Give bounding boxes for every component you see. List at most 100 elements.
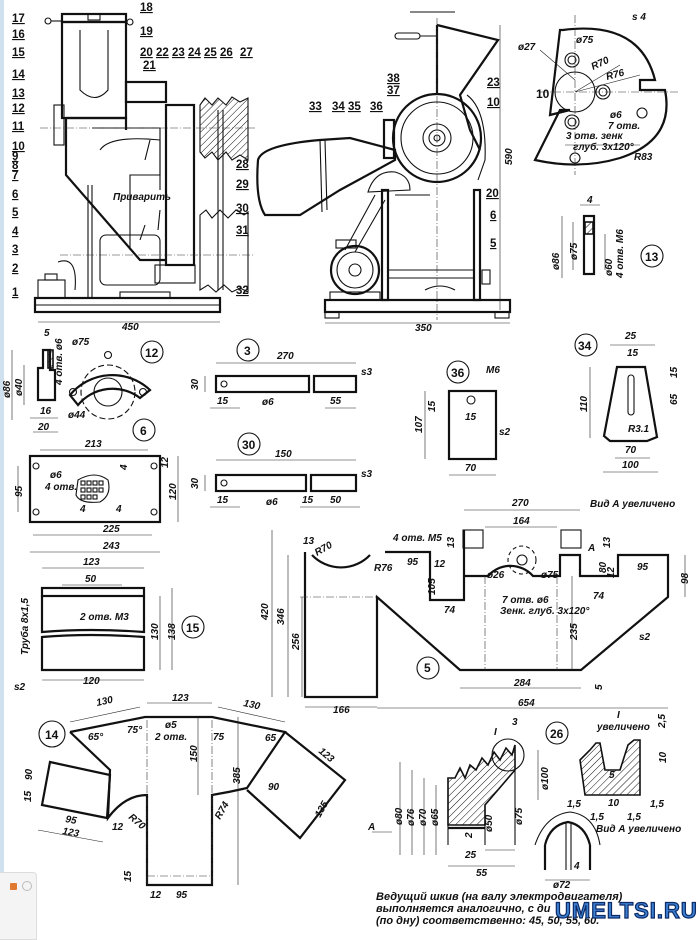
- dimension-label: ø60: [604, 258, 615, 276]
- settings-icon[interactable]: [22, 881, 32, 891]
- dimension-label: 2: [464, 832, 475, 839]
- dimension-label: R70: [126, 812, 147, 833]
- dimension-label: s2: [499, 427, 511, 438]
- dimension-label: 15: [427, 400, 438, 412]
- dimension-label: 15: [302, 495, 314, 506]
- dimension-label: ø86: [551, 252, 562, 270]
- dimension-label: ø72: [553, 880, 571, 891]
- dimension-label: 1,5: [650, 799, 664, 810]
- dimension-label: 15: [669, 366, 680, 378]
- callout-number: 5: [12, 207, 19, 219]
- dimension-label: 5: [609, 770, 615, 781]
- part-number: 12: [145, 346, 159, 360]
- part-number: 34: [578, 339, 592, 353]
- callout-number: 19: [140, 26, 153, 38]
- callout-number: 30: [236, 203, 249, 215]
- callout-number: 10: [12, 141, 25, 153]
- callout-number: 34: [332, 101, 345, 113]
- dimension-label: 75: [213, 732, 225, 743]
- dimension-label: 1,5: [567, 799, 581, 810]
- part-10-disc: [533, 15, 680, 175]
- dimension-label: 95: [14, 485, 25, 497]
- dimension-label: 65: [265, 733, 277, 744]
- dimension-label: 15: [23, 790, 34, 802]
- dimension-label: 12: [150, 890, 162, 901]
- dimension-label: 95: [176, 890, 188, 901]
- dimension-label: 4 отв. ø6: [54, 338, 65, 386]
- dimension-label: ø75: [576, 35, 594, 46]
- part-number: 36: [451, 366, 465, 380]
- dimension-label: 130: [95, 695, 114, 709]
- part-6-plate: [17, 449, 179, 553]
- dimension-label: 10: [608, 798, 620, 809]
- callout-number: 38: [387, 73, 400, 85]
- callout-number: 26: [220, 47, 233, 59]
- dimension-label: 346: [276, 608, 287, 625]
- dimension-label: 450: [121, 322, 139, 333]
- callout-number: 8: [12, 160, 19, 172]
- dimension-label: 225: [102, 524, 120, 535]
- dimension-label: 654: [518, 698, 535, 709]
- callout-number: 12: [12, 103, 25, 115]
- dimension-label: 95: [64, 814, 77, 827]
- part-15-hopper: [40, 567, 173, 681]
- assembly-side-view: [33, 12, 255, 323]
- callout-number: 28: [236, 159, 249, 171]
- dimension-label: 50: [85, 574, 97, 585]
- dimension-label: 95: [637, 562, 649, 573]
- dimension-label: 150: [275, 449, 292, 460]
- dimension-label: 50: [330, 495, 342, 506]
- dimension-label: ø27: [518, 42, 536, 53]
- dimension-label: 2 отв.: [154, 732, 187, 743]
- callout-number: 27: [240, 47, 253, 59]
- dimension-label: 4 отв. M5: [392, 533, 442, 544]
- note-text: Приварить: [113, 192, 171, 203]
- dimension-label: ø75: [514, 807, 525, 825]
- app-icon[interactable]: [10, 883, 17, 890]
- part-30-strip: [204, 459, 360, 508]
- callout-number: 23: [172, 47, 185, 59]
- dimension-label: 130: [242, 698, 261, 712]
- dimension-label: A: [587, 543, 595, 554]
- part-number: 10: [536, 87, 550, 101]
- dimension-label: 235: [569, 623, 580, 641]
- part-number: 14: [45, 728, 59, 742]
- callout-number: 17: [12, 13, 25, 25]
- callout-number: 25: [204, 47, 217, 59]
- dimension-label: 74: [444, 605, 456, 616]
- callout-number: 35: [348, 101, 361, 113]
- dimension-label: 90: [24, 768, 35, 780]
- part-14-chute: [37, 702, 347, 887]
- dimension-label: ø50: [484, 814, 495, 832]
- dimension-label: 75°: [127, 725, 143, 736]
- callout-number: 14: [12, 69, 25, 81]
- callout-number: 33: [309, 101, 322, 113]
- floating-widget[interactable]: [0, 872, 37, 940]
- dimension-label: ø40: [14, 378, 25, 396]
- caption-line: выполняется аналогично, с ди: [376, 903, 551, 915]
- dimension-label: 12: [606, 566, 617, 578]
- dimension-label: 3: [512, 717, 518, 728]
- dimension-label: 30: [190, 378, 201, 390]
- callout-number: 7: [12, 170, 18, 182]
- dimension-label: 5: [594, 684, 605, 690]
- dimension-label: 385: [232, 767, 243, 784]
- dimension-label: R76: [605, 67, 626, 82]
- dimension-label: 12: [434, 559, 446, 570]
- part-36-plate: [424, 389, 498, 476]
- dimension-label: ø6: [610, 110, 622, 121]
- dimension-label: 4: [119, 464, 130, 471]
- dimension-label: ø65: [430, 808, 441, 826]
- dimension-label: s2: [639, 632, 651, 643]
- dimension-label: 4: [586, 195, 593, 206]
- dimension-label: s3: [361, 469, 373, 480]
- dimension-label: 284: [513, 678, 531, 689]
- dimension-label: увеличено: [596, 722, 650, 733]
- callout-number: 10: [487, 97, 500, 109]
- dimension-label: 3 отв. зенк: [566, 131, 624, 142]
- dimension-label: 80: [598, 561, 609, 573]
- dimension-label: 105: [427, 578, 438, 595]
- dimension-label: 2 отв. M3: [79, 612, 129, 623]
- dimension-label: ø6: [266, 497, 278, 508]
